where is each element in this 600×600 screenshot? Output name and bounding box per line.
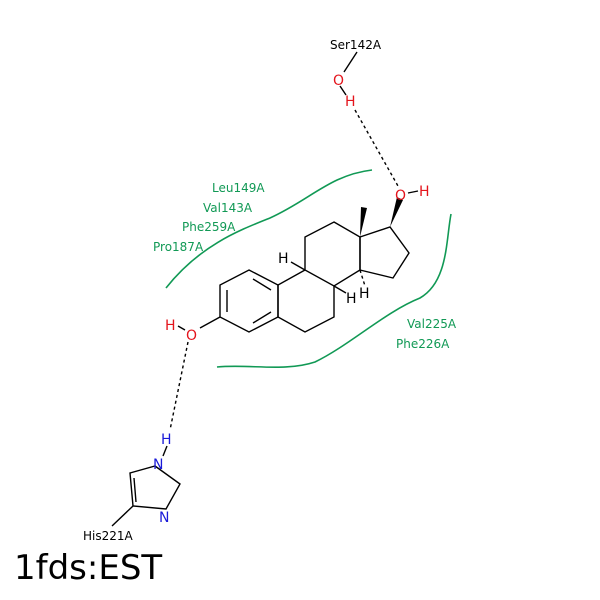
oh3-bond	[199, 316, 221, 329]
wedge-13-methyl	[360, 207, 367, 237]
hbond-his221	[169, 341, 189, 431]
wedge-17-o	[390, 197, 403, 227]
residue-phe259: Phe259A	[182, 220, 236, 234]
atom-o-17: O	[395, 188, 406, 204]
diagram-title: 1fds:EST	[14, 548, 163, 588]
residue-pro187: Pro187A	[153, 240, 204, 254]
residue-val143: Val143A	[203, 201, 253, 215]
atom-n2-his221: N	[159, 510, 169, 526]
atom-h-his221: H	[161, 432, 172, 448]
atom-h-3: H	[165, 318, 176, 334]
oh17-bond	[407, 190, 419, 194]
atom-h-9: H	[278, 251, 289, 267]
ring-c	[304, 221, 361, 287]
his-sidechain-bond	[111, 505, 134, 527]
residue-leu149: Leu149A	[212, 181, 265, 195]
h14-hash	[359, 269, 366, 287]
ring-a	[219, 269, 279, 333]
ser142-oh-bond	[339, 85, 347, 96]
ring-a-inner-2	[252, 311, 272, 324]
ring-a-inner-1	[252, 278, 272, 291]
oh3-h-bond	[177, 325, 186, 331]
residue-his221: His221A	[83, 529, 134, 543]
imidazole-inner	[133, 477, 137, 503]
h8-bond	[333, 285, 347, 294]
ser142-bond	[343, 51, 358, 73]
atom-h-14: H	[359, 286, 370, 302]
hydrophobic-arc-right	[216, 213, 452, 369]
ring-b	[277, 269, 335, 333]
hydrophobic-arc-left	[165, 169, 373, 289]
atom-o-ser142: O	[333, 73, 344, 89]
ring-d	[359, 226, 410, 279]
residue-ser142: Ser142A	[330, 38, 382, 52]
atom-h-17: H	[419, 184, 430, 200]
residue-phe226: Phe226A	[396, 337, 450, 351]
residue-val225: Val225A	[407, 317, 457, 331]
h9-bond	[290, 261, 306, 271]
atom-o-3: O	[186, 328, 197, 344]
atom-h-ser142: H	[345, 94, 356, 110]
atom-n1-his221: N	[153, 457, 163, 473]
imidazole-ring	[129, 465, 181, 510]
his-nh-bond	[162, 445, 168, 457]
hbond-ser142	[354, 109, 399, 187]
atom-h-8: H	[346, 291, 357, 307]
